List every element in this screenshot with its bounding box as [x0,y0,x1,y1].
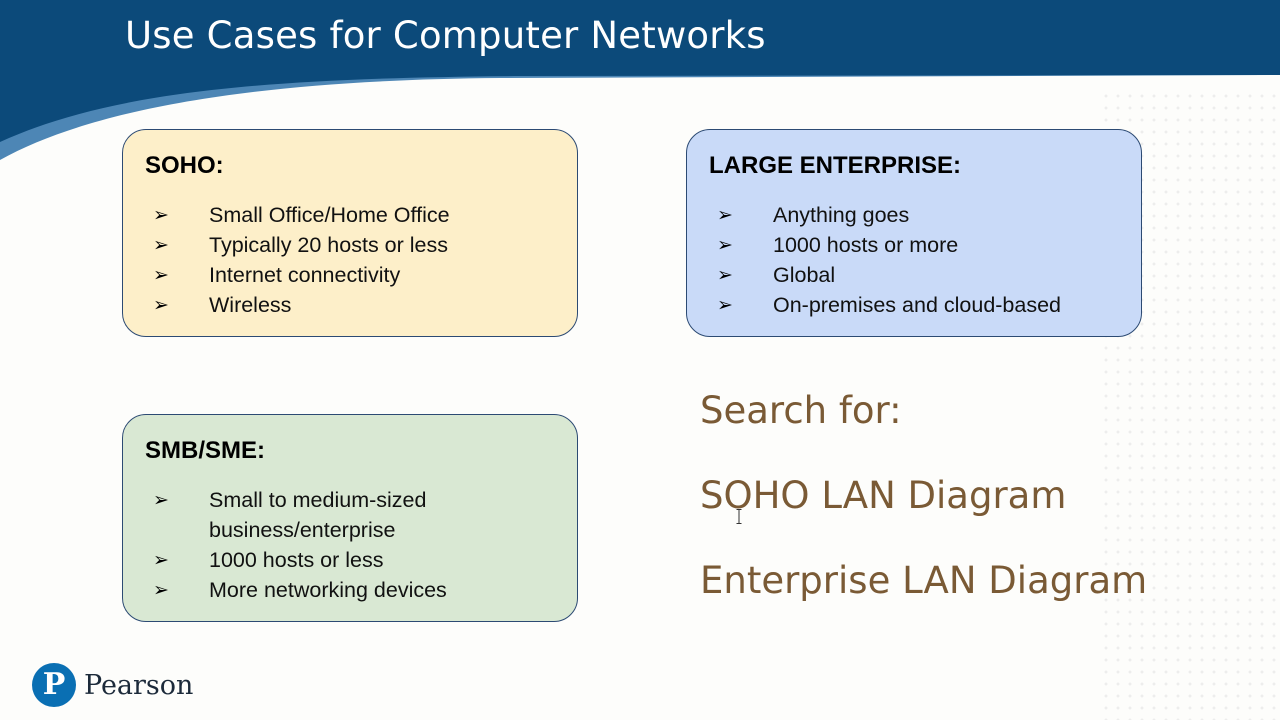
list-item-text: Small Office/Home Office [209,203,450,227]
list-item: ➢ On-premises and cloud-based [709,290,1119,320]
list-item-text: Wireless [209,293,292,317]
list-item: ➢ 1000 hosts or less [145,545,555,575]
list-item: ➢ Small Office/Home Office [145,200,555,230]
soho-list: ➢ Small Office/Home Office ➢ Typically 2… [145,200,555,320]
list-item: ➢ Internet connectivity [145,260,555,290]
list-item: ➢ Wireless [145,290,555,320]
arrow-bullet-icon: ➢ [153,264,169,286]
arrow-bullet-icon: ➢ [717,294,733,316]
arrow-bullet-icon: ➢ [153,204,169,226]
large-enterprise-heading: LARGE ENTERPRISE: [709,152,962,179]
list-item-text: Typically 20 hosts or less [209,233,448,257]
text-cursor-icon [736,509,742,524]
arrow-bullet-icon: ➢ [153,489,169,511]
list-item: ➢ More networking devices [145,575,555,605]
list-item-text: Anything goes [773,203,910,227]
list-item: ➢ Global [709,260,1119,290]
pearson-logo-mark-icon: P [32,663,76,707]
list-item-text: 1000 hosts or more [773,233,959,257]
pearson-logo: P Pearson [32,660,193,710]
list-item-text: Global [773,263,836,287]
list-item-text: On-premises and cloud-based [773,293,1062,317]
list-item-text: Small to medium-sized business/enterpris… [209,488,427,542]
arrow-bullet-icon: ➢ [717,234,733,256]
pearson-logo-text: Pearson [84,669,194,701]
large-enterprise-list: ➢ Anything goes ➢ 1000 hosts or more ➢ G… [709,200,1119,320]
arrow-bullet-icon: ➢ [717,264,733,286]
arrow-bullet-icon: ➢ [153,549,169,571]
list-item: ➢ 1000 hosts or more [709,230,1119,260]
list-item-text: More networking devices [209,578,447,602]
smb-sme-card: SMB/SME: ➢ Small to medium-sized busines… [122,414,578,622]
arrow-bullet-icon: ➢ [153,294,169,316]
list-item: ➢ Small to medium-sized business/enterpr… [145,485,555,545]
large-enterprise-card: LARGE ENTERPRISE: ➢ Anything goes ➢ 1000… [686,129,1142,337]
list-item: ➢ Anything goes [709,200,1119,230]
search-term-soho: SOHO LAN Diagram [700,474,1067,517]
header-band [0,0,1280,142]
search-label: Search for: [700,389,902,432]
soho-heading: SOHO: [145,152,224,179]
header-banner [0,0,1280,160]
list-item-text: 1000 hosts or less [209,548,384,572]
smb-sme-heading: SMB/SME: [145,437,265,464]
slide-title: Use Cases for Computer Networks [125,14,766,57]
search-term-enterprise: Enterprise LAN Diagram [700,559,1148,602]
arrow-bullet-icon: ➢ [153,579,169,601]
arrow-bullet-icon: ➢ [153,234,169,256]
list-item: ➢ Typically 20 hosts or less [145,230,555,260]
soho-card: SOHO: ➢ Small Office/Home Office ➢ Typic… [122,129,578,337]
arrow-bullet-icon: ➢ [717,204,733,226]
smb-sme-list: ➢ Small to medium-sized business/enterpr… [145,485,555,605]
list-item-text: Internet connectivity [209,263,401,287]
